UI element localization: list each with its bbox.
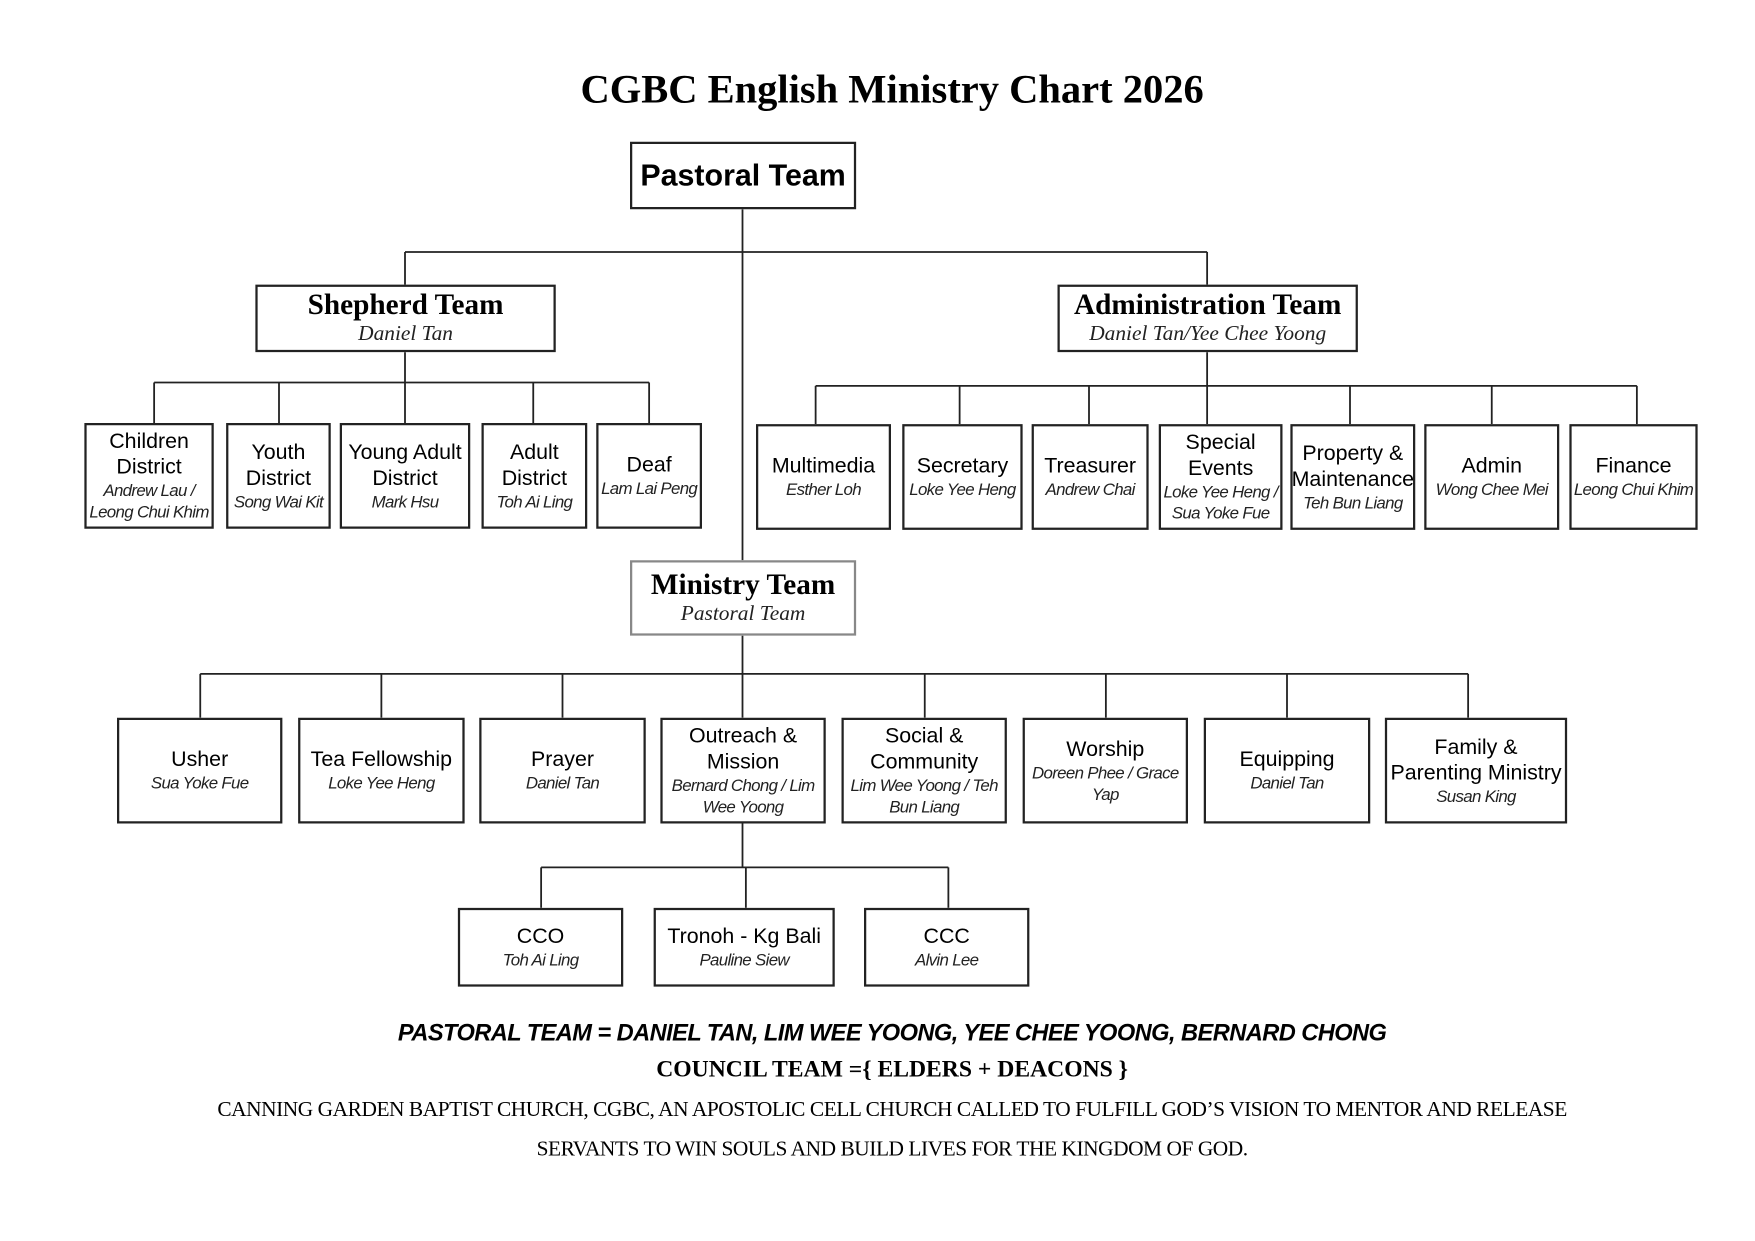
- box-leader: Loke Yee Heng: [909, 480, 1016, 500]
- pastoral-team-members: PASTORAL TEAM = DANIEL TAN, LIM WEE YOON…: [397, 1020, 1387, 1047]
- box-leader: Loke Yee Heng: [328, 774, 435, 794]
- connector-pastoral: [404, 209, 1209, 561]
- box-leader: Teh Bun Liang: [1303, 493, 1403, 513]
- box-leader: Wong Chee Mei: [1435, 480, 1549, 500]
- box-title: Finance: [1595, 454, 1672, 479]
- box-leader: Pauline Siew: [699, 950, 789, 970]
- chart-title: CGBC English Ministry Chart 2026: [580, 66, 1204, 112]
- box-title: Tronoh - Kg Bali: [667, 924, 822, 949]
- council-team: COUNCIL TEAM ={ ELDERS + DEACONS }: [656, 1055, 1129, 1083]
- box-leader: Toh Ai Ling: [496, 492, 573, 512]
- box-title: Outreach & Mission: [688, 724, 798, 775]
- box-leader: Toh Ai Ling: [502, 950, 579, 970]
- box-leader: Bernard Chong / Lim Wee Yoong: [671, 776, 816, 817]
- box-title: Usher: [171, 748, 229, 772]
- box-title: Children District: [109, 429, 189, 480]
- box-leader: Loke Yee Heng / Sua Yoke Fue: [1163, 482, 1278, 524]
- box-title: Ministry Team: [650, 567, 836, 601]
- box-title: CCC: [923, 924, 970, 949]
- box-leader: Susan King: [1436, 786, 1516, 807]
- box-title: Special Events: [1185, 430, 1256, 481]
- box-leader: Andrew Lau / Leong Chui Khim: [89, 481, 209, 523]
- box-leader: Pastoral Team: [680, 601, 806, 625]
- box-title: Secretary: [916, 454, 1009, 479]
- connector-outreach: [540, 823, 950, 908]
- box-leader: Sua Yoke Fue: [150, 774, 249, 794]
- box-leader: Daniel Tan/Yee Chee Yoong: [1089, 321, 1327, 346]
- box-leader: Song Wai Kit: [233, 492, 324, 512]
- connector-shepherd: [153, 352, 651, 423]
- box-leader: Lim Wee Yoong / Teh Bun Liang: [850, 776, 999, 817]
- box-title: Young Adult District: [348, 440, 462, 490]
- box-title: Family & Parenting Ministry: [1390, 735, 1562, 785]
- connector-admin: [814, 352, 1638, 425]
- box-title: Administration Team: [1074, 288, 1342, 321]
- box-leader: Esther Loh: [786, 480, 862, 500]
- box-title: Adult District: [501, 440, 568, 490]
- box-title: Property & Maintenance: [1291, 441, 1415, 492]
- box-title: Admin: [1461, 454, 1523, 479]
- box-title: Equipping: [1239, 748, 1335, 772]
- box-title: Deaf: [626, 453, 672, 477]
- box-title: CCO: [516, 924, 565, 949]
- box-leader: Doreen Phee / Grace Yap: [1031, 763, 1179, 804]
- box-title: Multimedia: [771, 454, 876, 479]
- box-leader: Daniel Tan: [525, 774, 600, 794]
- box-leader: Lam Lai Peng: [601, 479, 698, 499]
- box-leader: Daniel Tan: [1250, 774, 1324, 794]
- box-title: Pastoral Team: [640, 158, 846, 192]
- box-leader: Daniel Tan: [358, 321, 453, 346]
- vision-line-1: CANNING GARDEN BAPTIST CHURCH, CGBC, AN …: [217, 1098, 1567, 1122]
- box-title: Treasurer: [1044, 454, 1137, 479]
- box-title: Worship: [1066, 737, 1145, 762]
- pastoral-team-box: Pastoral Team: [630, 141, 857, 210]
- connector-ministry: [199, 635, 1470, 718]
- box-leader: Alvin Lee: [915, 950, 979, 970]
- box-leader: Leong Chui Khim: [1573, 480, 1694, 500]
- box-title: Shepherd Team: [307, 288, 504, 321]
- box-leader: Andrew Chai: [1045, 480, 1136, 500]
- vision-line-2: SERVANTS TO WIN SOULS AND BUILD LIVES FO…: [536, 1137, 1249, 1161]
- box-title: Prayer: [531, 748, 594, 772]
- box-title: Social & Community: [870, 724, 979, 775]
- box-title: Youth District: [245, 440, 312, 490]
- box-leader: Mark Hsu: [371, 492, 439, 512]
- box-title: Tea Fellowship: [310, 748, 453, 772]
